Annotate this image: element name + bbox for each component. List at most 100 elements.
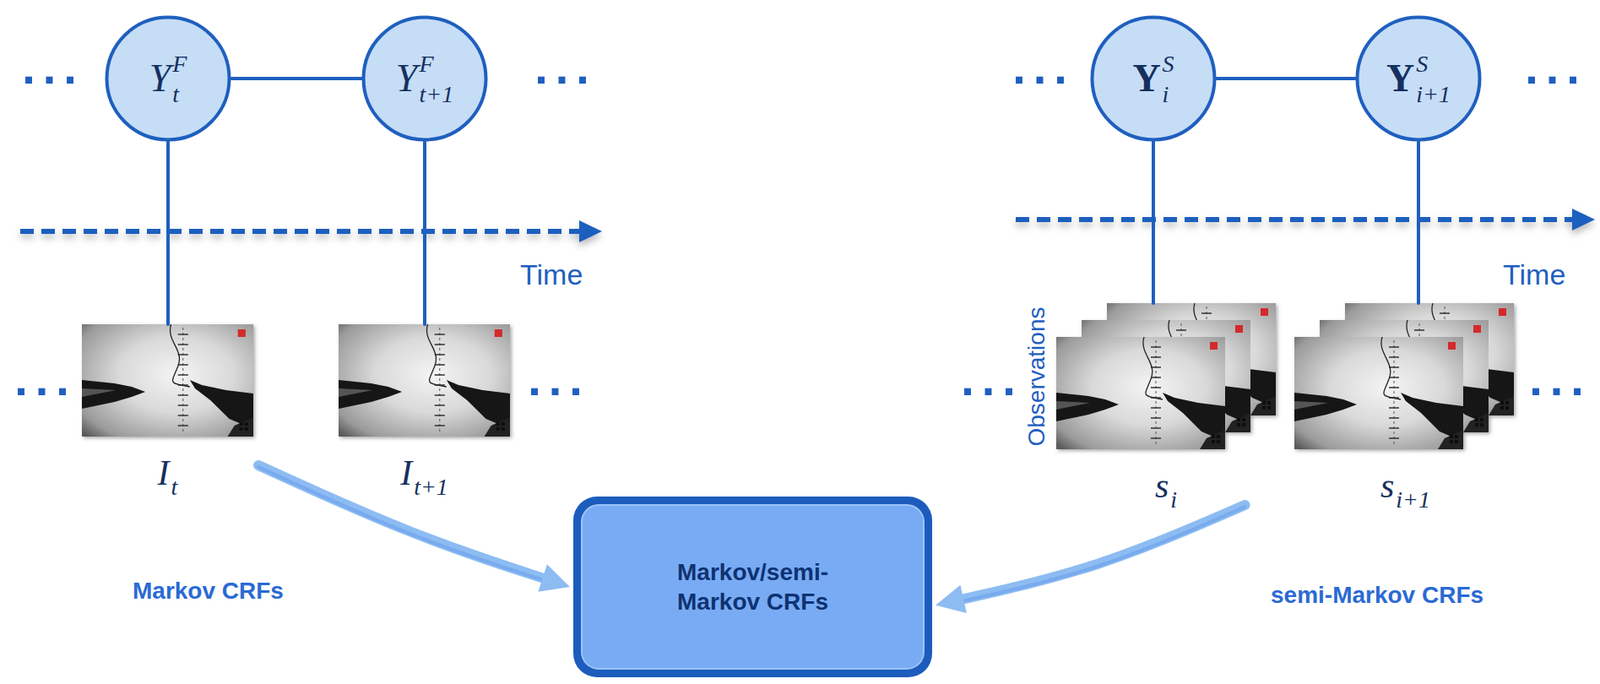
ellipsis: ...	[14, 355, 77, 403]
video-frame	[81, 324, 254, 437]
math-scripts: Ft+1	[418, 59, 454, 98]
label-node: YFt	[104, 15, 232, 142]
arrowhead	[935, 585, 967, 613]
connector-line	[1151, 141, 1156, 304]
frame-area	[1294, 303, 1517, 450]
ellipsis: ...	[21, 43, 85, 92]
frame-label: It	[81, 455, 254, 491]
frame-label: si+1	[1294, 467, 1517, 504]
superscript: F	[418, 52, 454, 76]
math-scripts: i+1	[1395, 467, 1431, 504]
subscript: t	[171, 475, 179, 499]
connector	[1216, 78, 1356, 80]
superscript: S	[1415, 52, 1451, 76]
axis-label: Time	[520, 260, 583, 289]
video-frame	[1294, 336, 1464, 450]
ellipsis: ...	[1524, 43, 1588, 92]
math-base: s	[1380, 467, 1394, 504]
math-base: Y	[149, 59, 172, 98]
connector-line	[166, 141, 170, 325]
edge-label: semi-Markov CRFs	[1270, 582, 1484, 609]
subscript: t	[172, 82, 187, 107]
ellipsis: ...	[1012, 43, 1075, 92]
connector	[424, 141, 426, 325]
math-symbol: YFt	[149, 59, 188, 98]
math-base: Y	[1386, 59, 1415, 98]
observation-frame: si	[1056, 303, 1276, 504]
math-base: Y	[1132, 59, 1161, 98]
math-scripts: i	[1170, 467, 1177, 504]
superscript: S	[1162, 52, 1175, 76]
model-box: Markov/semi- Markov CRFs	[571, 494, 934, 679]
box-outer	[573, 496, 933, 678]
frame-area	[1056, 303, 1276, 450]
connector	[168, 141, 169, 325]
subscript: i+1	[1395, 488, 1431, 512]
video-frame	[338, 324, 510, 437]
math-base: I	[400, 455, 413, 491]
connector-line	[1216, 76, 1356, 81]
circle-outline	[361, 15, 489, 142]
math-symbol: si	[1155, 467, 1177, 504]
connector	[1153, 141, 1155, 304]
ellipsis: ...	[1529, 355, 1592, 403]
frame-label: si	[1056, 467, 1276, 504]
box-inner	[581, 504, 924, 669]
connector-line	[1416, 141, 1421, 304]
label-node: YSi	[1090, 15, 1217, 142]
label-node: YSi+1	[1355, 15, 1482, 142]
video-frame	[81, 324, 254, 437]
connector-line	[231, 76, 362, 81]
math-symbol: YFt+1	[395, 59, 454, 98]
circle-shape	[107, 17, 230, 141]
math-scripts: t	[171, 455, 179, 491]
time-arrowhead	[579, 220, 603, 243]
axis-label: Time	[1502, 260, 1566, 289]
time-axis	[1015, 208, 1595, 231]
superscript: F	[172, 52, 187, 76]
circle-outline	[1355, 15, 1482, 142]
subscript: i+1	[1415, 82, 1451, 107]
math-symbol: It	[157, 455, 179, 491]
subscript: t+1	[413, 475, 449, 499]
math-symbol: YSi	[1132, 59, 1174, 98]
math-base: I	[157, 455, 170, 491]
box-label: Markov/semi- Markov CRFs	[656, 557, 851, 617]
frame-label: It+1	[338, 455, 510, 491]
connector	[258, 465, 570, 592]
math-symbol: YSi+1	[1386, 59, 1451, 98]
connector-line	[954, 504, 1245, 602]
connector-line	[423, 141, 427, 325]
observation-frame: It	[81, 324, 254, 491]
axis-title: Observations	[1025, 307, 1049, 447]
connector-brush	[954, 506, 1245, 603]
connector	[1418, 141, 1420, 304]
box-outline	[571, 494, 934, 679]
math-symbol: si+1	[1380, 467, 1431, 504]
math-scripts: Ft	[172, 59, 187, 98]
frame-stack	[1294, 303, 1514, 450]
math-scripts: Si+1	[1415, 59, 1451, 98]
math-base: s	[1155, 467, 1169, 504]
subscript: i	[1170, 488, 1177, 512]
video-frame	[1056, 336, 1226, 450]
observation-frame: si+1	[1294, 303, 1517, 504]
subscript: t+1	[418, 82, 454, 107]
ellipsis: ...	[527, 355, 591, 403]
observation-frame: It+1	[338, 324, 510, 491]
frame-stack	[1056, 303, 1276, 450]
circle-shape	[1092, 17, 1215, 141]
math-scripts: t+1	[413, 455, 449, 491]
arrowhead	[537, 564, 570, 592]
frame-area	[81, 324, 254, 437]
time-axis	[20, 220, 603, 243]
connector	[935, 504, 1246, 613]
frame-area	[338, 324, 510, 437]
connector	[231, 78, 362, 80]
video-frame	[338, 324, 510, 437]
math-scripts: Si	[1162, 59, 1175, 98]
time-line	[20, 228, 581, 234]
time-arrowhead	[1572, 208, 1595, 231]
math-symbol: It+1	[400, 455, 449, 491]
